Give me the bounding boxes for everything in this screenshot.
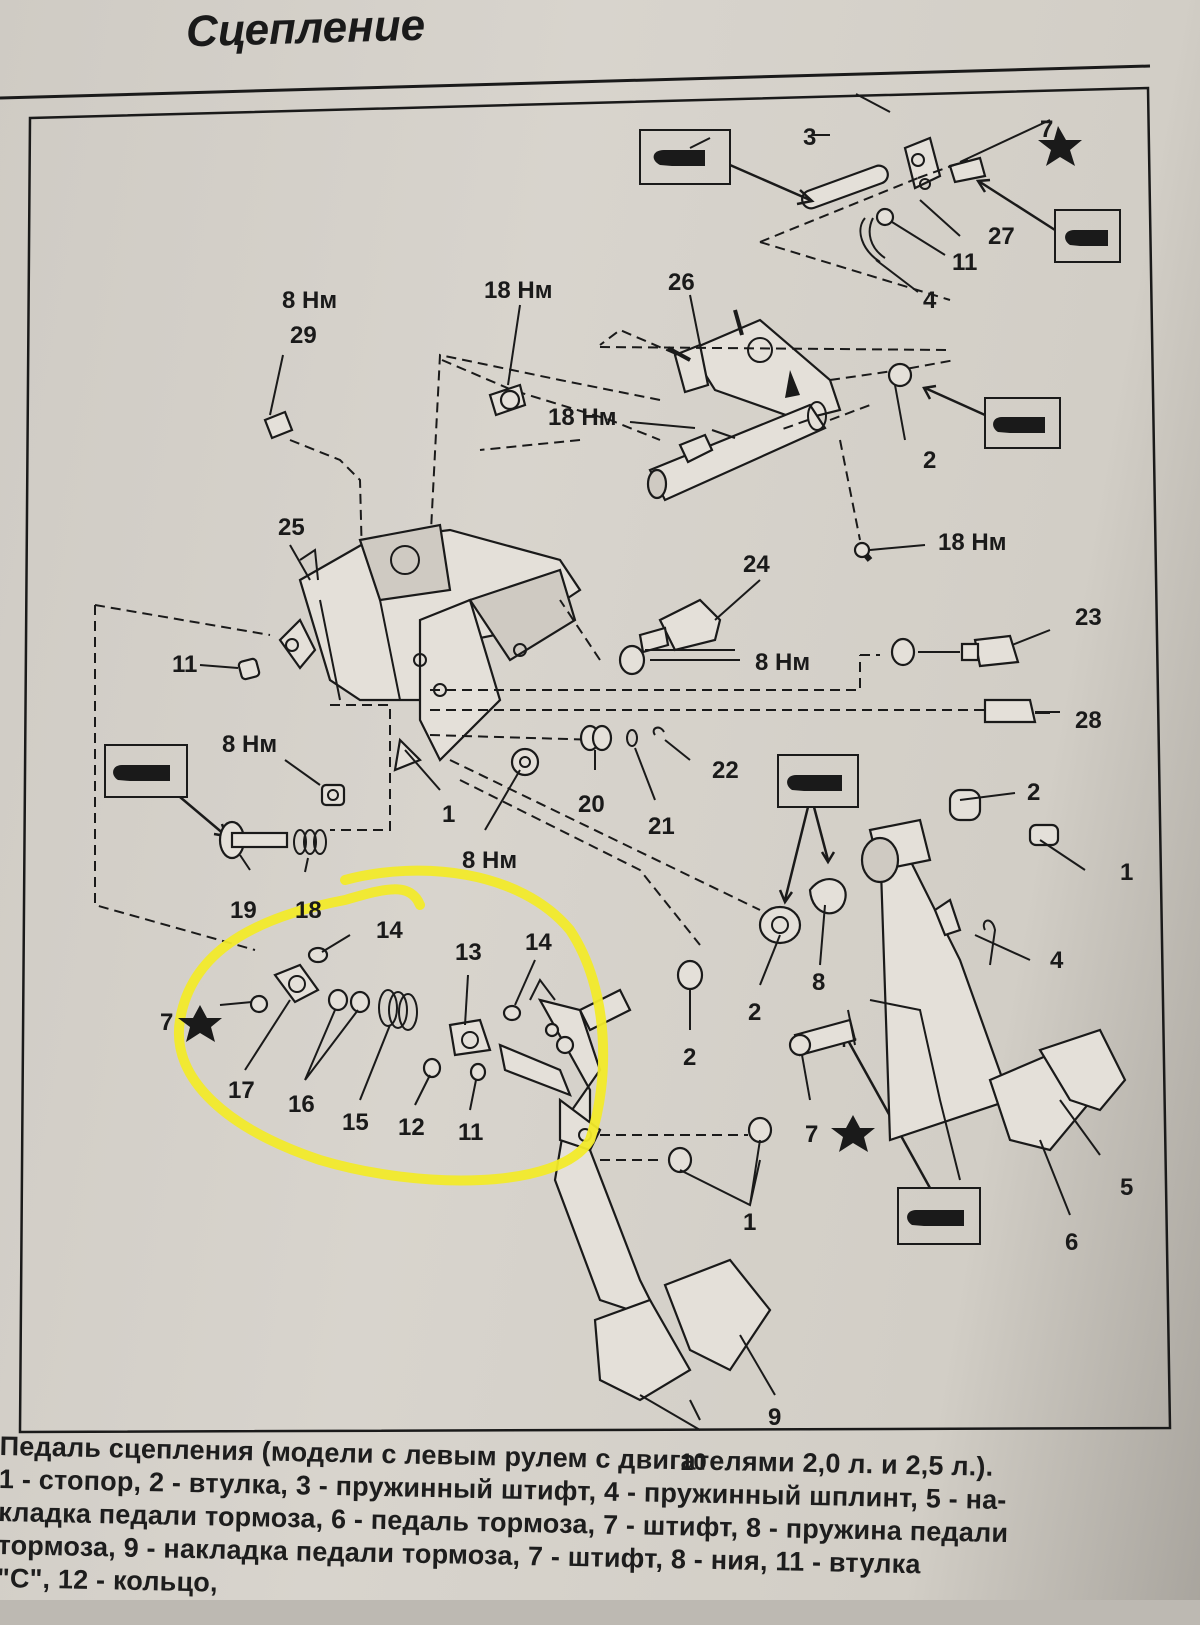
pin-assembly-top xyxy=(759,93,1082,301)
grease-icon xyxy=(104,744,228,838)
grease-icon xyxy=(842,1030,981,1245)
callout-label: 7 xyxy=(1040,116,1053,143)
yellow-highlight-circle xyxy=(173,865,609,1186)
callout-label: 22 xyxy=(712,757,739,784)
callout-label: 23 xyxy=(1075,604,1102,631)
callout-label: 8 xyxy=(812,969,825,996)
highlighted-parts xyxy=(249,946,522,1082)
callout-label: 2 xyxy=(1027,779,1040,806)
callout-label: 24 xyxy=(743,551,770,578)
callout-label: 10 xyxy=(680,1449,707,1476)
callout-label: 4 xyxy=(923,287,937,314)
parts-left xyxy=(218,657,346,860)
callout-label: 19 xyxy=(230,897,257,924)
diagram-frame xyxy=(18,86,1172,1434)
grease-icon xyxy=(777,754,859,905)
callout-label: 12 xyxy=(398,1114,425,1141)
callout-label: 11 xyxy=(952,249,977,276)
figure-caption: Педаль сцепления (модели с левым рулем с… xyxy=(0,1430,1200,1625)
callout-label: 11 xyxy=(458,1119,483,1146)
grease-icon xyxy=(639,129,815,206)
torque-label: 8 Нм xyxy=(462,847,517,874)
bracket-26 xyxy=(429,309,956,551)
star-icon xyxy=(1038,126,1082,166)
leader-lines xyxy=(199,294,1101,1431)
clutch-pedal-assembly xyxy=(498,978,773,1421)
callout-label: 29 xyxy=(290,322,317,349)
pedal-bracket-25 xyxy=(278,523,582,772)
brake-pedal-assembly xyxy=(676,788,1127,1181)
callout-label: 27 xyxy=(988,223,1015,250)
parts-right xyxy=(510,598,1060,777)
callout-label: 15 xyxy=(342,1109,369,1136)
callout-label: 9 xyxy=(768,1404,781,1431)
callout-label: 7 xyxy=(160,1009,173,1036)
callout-label: 11 xyxy=(172,651,197,678)
callout-label: 13 xyxy=(455,939,482,966)
callout-label: 25 xyxy=(278,514,305,541)
callout-label: 18 xyxy=(295,897,322,924)
callout-label: 17 xyxy=(228,1077,255,1104)
callout-label: 5 xyxy=(1120,1174,1133,1201)
callout-label: 7 xyxy=(805,1121,818,1148)
callout-label: 1 xyxy=(743,1209,756,1236)
bolts-top xyxy=(263,383,873,562)
callout-label: 20 xyxy=(578,791,605,818)
callout-label: 14 xyxy=(376,917,403,944)
torque-label: 18 Нм xyxy=(938,529,1006,556)
callout-label: 21 xyxy=(648,813,675,840)
callout-label: 2 xyxy=(923,447,936,474)
torque-label: 18 Нм xyxy=(548,404,616,431)
star-icon xyxy=(831,1115,875,1152)
callout-label: 14 xyxy=(525,929,552,956)
header-rule xyxy=(0,64,1151,100)
callout-label: 4 xyxy=(1050,947,1064,974)
callout-label: 16 xyxy=(288,1091,315,1118)
star-icon xyxy=(178,1005,222,1042)
grease-icon xyxy=(922,384,1061,449)
torque-label: 8 Нм xyxy=(282,287,337,314)
torque-label: 8 Нм xyxy=(222,731,277,758)
callout-label: 6 xyxy=(1065,1229,1078,1256)
torque-label: 8 Нм xyxy=(755,649,810,676)
callout-label: 1 xyxy=(1120,859,1133,886)
callout-label: 3 xyxy=(803,124,816,151)
callout-label: 28 xyxy=(1075,707,1102,734)
callout-label: 26 xyxy=(668,269,695,296)
callout-label: 1 xyxy=(442,801,455,828)
grease-icon xyxy=(975,178,1121,263)
callout-label: 2 xyxy=(748,999,761,1026)
callout-label: 2 xyxy=(683,1044,696,1071)
torque-label: 18 Нм xyxy=(484,277,552,304)
